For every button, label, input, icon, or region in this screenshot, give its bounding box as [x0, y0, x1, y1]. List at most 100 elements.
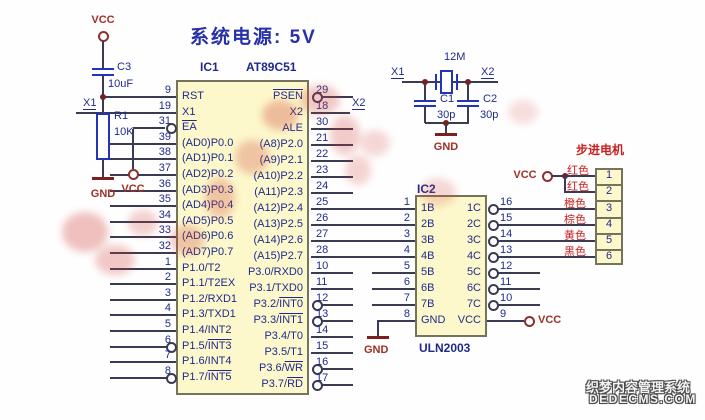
motor-wire-color-label: 棕色 — [564, 214, 586, 226]
ic1-ref: IC1 — [200, 60, 219, 74]
ic1-pin-label: P3.3/INT1 — [183, 314, 303, 327]
wire-stub — [311, 128, 353, 130]
pin-label-text: (A14)P2.6 — [253, 234, 303, 246]
ic1-pin-number: 24 — [316, 180, 329, 192]
ic1-pin-number: 8 — [164, 365, 171, 377]
pin-label-text: (A15)P2.7 — [253, 250, 303, 262]
wire-segment — [110, 268, 176, 270]
active-low-bubble — [165, 342, 177, 353]
ic1-pin-number: 28 — [316, 244, 329, 256]
wire-segment — [110, 330, 176, 332]
pin-label-overline-text: RD — [287, 378, 303, 390]
wire-ic1-to-ic2 — [311, 240, 415, 242]
ic1-pin-label: P1.4/INT2 — [182, 324, 302, 337]
wire-segment — [377, 321, 379, 336]
active-low-bubble — [165, 123, 177, 134]
active-low-bubble — [311, 380, 323, 391]
c1-value: 30p — [437, 109, 456, 121]
wire-segment — [110, 221, 176, 223]
page-title: 系统电源: 5V — [190, 27, 317, 48]
ic1-pin-number: 1 — [164, 256, 171, 268]
wire-segment — [110, 314, 176, 316]
ic1-pin-label: P3.0/RXD0 — [183, 266, 303, 279]
ic2-pin-label: 4C — [466, 250, 481, 262]
ic1-pin-label: (A8)P2.0 — [183, 138, 303, 151]
active-low-bubble — [487, 220, 499, 231]
wire-stub — [498, 304, 540, 306]
ic2-pin-label: 6B — [421, 282, 435, 294]
ic1-pin-label: P1.2/RXD1 — [182, 293, 302, 306]
motor-vcc-terminal-label: VCC — [513, 169, 537, 181]
ic1-pin-number: 38 — [158, 146, 171, 158]
ic2-pin-number: 8 — [403, 308, 410, 320]
pin-label-text: P3.2/ — [253, 298, 280, 310]
pin-label-text: (AD3)P0.3 — [182, 184, 234, 196]
ic2-pin-number: 4 — [403, 244, 410, 256]
ic1-pin-number: 30 — [316, 116, 329, 128]
stepper-motor-title: 步进电机 — [576, 143, 625, 157]
ic2-pin-number: 14 — [500, 228, 513, 240]
pin-label-text: (AD0)P0.0 — [182, 137, 234, 149]
ic2-part-number: ULN2003 — [419, 341, 471, 355]
cap-plate — [457, 100, 479, 102]
ic1-pin-number: 13 — [316, 308, 329, 320]
ic1-pin-number: 6 — [164, 334, 171, 346]
ic1-pin-number: 19 — [158, 100, 171, 112]
motor-wire-color-label: 红色 — [567, 165, 589, 177]
ic1-pin-number: 31 — [158, 115, 171, 127]
pin-label-text: (AD7)P0.7 — [182, 246, 234, 258]
ic1-pin-number: 16 — [316, 356, 329, 368]
crystal-net-x2: X2 — [481, 66, 495, 79]
wire-ic2-to-motor — [498, 240, 595, 242]
ic1-pin-number: 17 — [316, 372, 329, 384]
ic1-pin-label: PSEN — [183, 90, 303, 103]
pin-label-text: P1.4/INT2 — [182, 324, 232, 336]
ic1-pin-label: P3.2/INT0 — [183, 298, 303, 311]
ic1-pin-label: P1.0/T2 — [182, 262, 302, 275]
ic1-pin-label: (AD4)P0.4 — [182, 199, 302, 212]
ic1-pin-label: EA — [182, 121, 302, 134]
pin-label-text: P1.6/INT4 — [182, 355, 232, 367]
wire-stub — [311, 352, 353, 354]
wire-stub — [311, 144, 353, 146]
ic1-pin-label: X2 — [183, 106, 303, 119]
ic2-pin-label: 3B — [421, 234, 435, 246]
wire-segment — [564, 176, 566, 193]
ic1-pin-number: 12 — [316, 292, 329, 304]
active-low-bubble — [311, 364, 323, 375]
wire-stub — [311, 192, 353, 194]
pin-label-text: P1.7/ — [182, 371, 208, 383]
active-low-bubble — [487, 236, 499, 247]
cap-plate — [92, 74, 114, 76]
ic1-pin-label: (AD1)P0.1 — [182, 152, 302, 165]
ic1-pin-number: 35 — [158, 193, 171, 205]
wire-stub — [322, 384, 353, 386]
resistor-r1 — [96, 113, 110, 160]
pin-label-text: (AD1)P0.1 — [182, 152, 234, 164]
pin-label-overline-text: EA — [182, 121, 197, 133]
wire-segment — [102, 98, 104, 113]
ic1-pin-label: (AD6)P0.6 — [182, 230, 302, 243]
wire-motor-pin1 — [565, 175, 595, 177]
red-stamp-watermark — [205, 178, 235, 218]
pin-label-overline-text: INT1 — [279, 314, 303, 326]
wire-x1 — [76, 112, 176, 114]
motor-pin-number: 2 — [605, 185, 613, 197]
wire-stub — [311, 160, 353, 162]
ic1-pin-label: (AD5)P0.5 — [182, 215, 302, 228]
motor-wire-color-label: 黑色 — [564, 246, 586, 258]
wire-ic1-to-ic2 — [311, 224, 415, 226]
ic1-pin-number: 26 — [316, 212, 329, 224]
pin-label-text: P3.1/TXD0 — [249, 282, 303, 294]
pin-label-text: P3.6/ — [258, 362, 285, 374]
wire-stub — [311, 272, 353, 274]
wire-segment — [110, 236, 176, 238]
ic2-pin-number: 1 — [403, 196, 410, 208]
ic2-pin-label: 1B — [421, 202, 435, 214]
motor-pin-number: 3 — [605, 202, 613, 214]
wire-segment — [372, 288, 415, 290]
red-stamp-watermark — [300, 85, 340, 115]
motor-pin-number: 6 — [605, 250, 613, 262]
c2-ref: C2 — [483, 93, 498, 105]
terminal-circle — [524, 316, 535, 327]
